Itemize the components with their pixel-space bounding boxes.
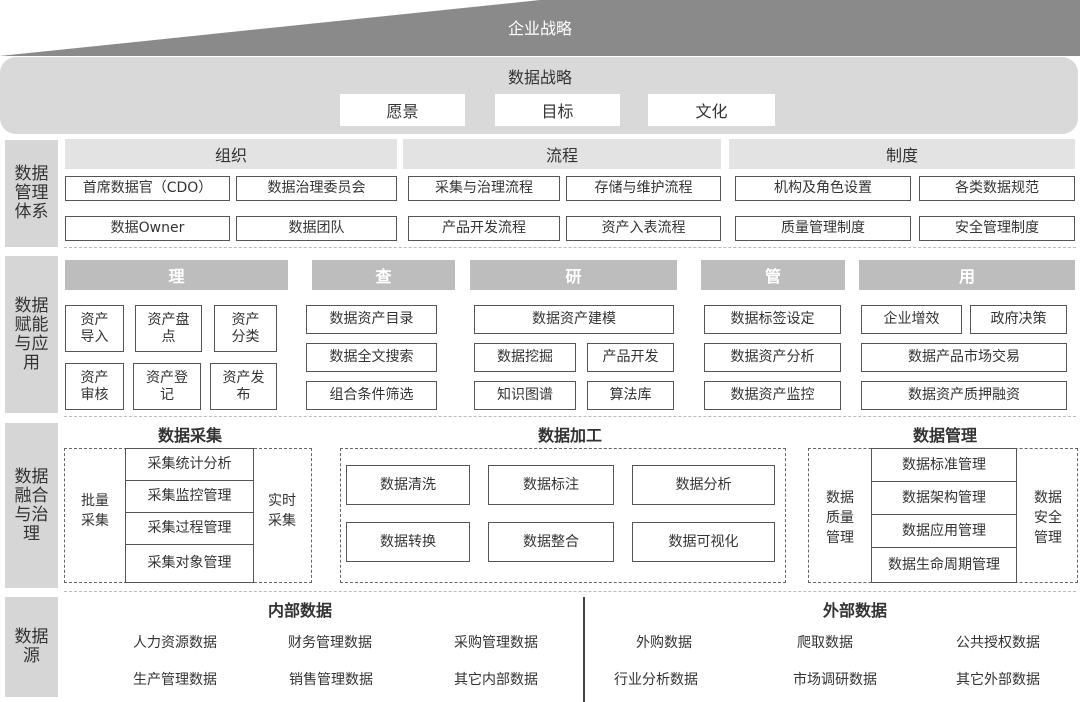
use-item: 政府决策 xyxy=(970,305,1067,334)
source-item: 销售管理数据 xyxy=(289,672,373,688)
processing-title: 数据加工 xyxy=(537,426,602,445)
data-strategy-title: 数据战略 xyxy=(507,68,572,87)
processing-item: 数据转换 xyxy=(346,522,470,562)
processing-item: 数据整合 xyxy=(488,522,614,562)
asset-item: 资产登记 xyxy=(133,363,201,410)
vision: 愿景 xyxy=(340,94,465,126)
source-item: 人力资源数据 xyxy=(133,635,217,651)
source-item: 爬取数据 xyxy=(797,635,853,651)
security-mgmt: 数据安全管理 xyxy=(1034,490,1062,546)
asset-item: 资产分类 xyxy=(214,305,277,352)
asset-item: 资产审核 xyxy=(65,363,124,410)
processing-item: 数据清洗 xyxy=(346,465,470,505)
sources-label: 数据源 xyxy=(5,597,58,697)
query-item: 数据资产目录 xyxy=(306,305,437,334)
yong-header: 用 xyxy=(859,260,1075,290)
source-item: 外购数据 xyxy=(636,635,692,651)
source-item: 生产管理数据 xyxy=(133,672,217,688)
org-header: 组织 xyxy=(65,139,397,169)
mgmt-item: 产品开发流程 xyxy=(408,216,560,241)
source-item: 其它外部数据 xyxy=(956,672,1040,688)
manage-item: 数据标签设定 xyxy=(704,305,841,334)
mgmt-item: 首席数据官（CDO） xyxy=(65,176,230,201)
asset-item: 资产导入 xyxy=(65,305,124,352)
roof-triangle xyxy=(0,0,1080,56)
source-item: 市场调研数据 xyxy=(793,672,877,688)
source-item: 采购管理数据 xyxy=(454,635,538,651)
process-header: 流程 xyxy=(403,139,721,169)
realtime-collection: 实时采集 xyxy=(268,493,296,529)
mgmt-item: 资产入表流程 xyxy=(566,216,721,241)
mgmt-item: 存储与维护流程 xyxy=(566,176,721,201)
manage-item: 数据资产分析 xyxy=(704,343,841,372)
processing-item: 数据分析 xyxy=(632,465,775,505)
research-item: 算法库 xyxy=(587,381,674,410)
query-item: 数据全文搜索 xyxy=(306,343,437,372)
data-mgmt-item: 数据应用管理 xyxy=(871,514,1017,548)
collection-item: 采集监控管理 xyxy=(125,480,254,513)
research-item: 产品开发 xyxy=(587,343,674,372)
policy-header: 制度 xyxy=(729,139,1075,169)
mgmt-item: 数据团队 xyxy=(236,216,397,241)
research-item: 知识图谱 xyxy=(474,381,576,410)
management-label: 数据管理体系 xyxy=(5,140,58,247)
divider xyxy=(64,416,1076,417)
use-item: 企业增效 xyxy=(861,305,962,334)
external-title: 外部数据 xyxy=(822,601,887,620)
collection-item: 采集过程管理 xyxy=(125,512,254,545)
collection-item: 采集对象管理 xyxy=(125,544,254,583)
research-item: 数据挖掘 xyxy=(474,343,576,372)
li-header: 理 xyxy=(65,260,288,290)
enterprise-strategy: 企业战略 xyxy=(507,19,572,38)
data-mgmt-item: 数据标准管理 xyxy=(871,448,1017,482)
mgmt-item: 各类数据规范 xyxy=(919,176,1075,201)
quality-mgmt: 数据质量管理 xyxy=(826,490,854,546)
asset-item: 资产盘点 xyxy=(135,305,202,352)
asset-item: 资产发布 xyxy=(210,363,277,410)
source-item: 财务管理数据 xyxy=(288,635,372,651)
data-mgmt-item: 数据生命周期管理 xyxy=(871,547,1017,583)
use-item: 数据资产质押融资 xyxy=(861,381,1067,410)
collection-item: 采集统计分析 xyxy=(125,448,254,481)
processing-group xyxy=(340,448,786,583)
source-item: 其它内部数据 xyxy=(454,672,538,688)
manage-item: 数据资产监控 xyxy=(704,381,841,410)
enablement-label: 数据赋能与应用 xyxy=(5,256,58,413)
research-item: 数据资产建模 xyxy=(474,305,674,334)
divider xyxy=(64,247,1076,248)
fusion-label: 数据融合与治理 xyxy=(5,423,58,588)
goal: 目标 xyxy=(495,94,620,126)
source-item: 行业分析数据 xyxy=(614,672,698,688)
mgmt-item: 安全管理制度 xyxy=(919,216,1075,241)
yan-header: 研 xyxy=(470,260,677,290)
mgmt-item: 数据治理委员会 xyxy=(236,176,397,201)
cha-header: 查 xyxy=(312,260,455,290)
mgmt-item: 数据Owner xyxy=(65,216,230,241)
culture: 文化 xyxy=(648,94,775,126)
use-item: 数据产品市场交易 xyxy=(861,343,1067,372)
batch-collection: 批量采集 xyxy=(81,493,109,529)
data-mgmt-title: 数据管理 xyxy=(912,426,977,445)
processing-item: 数据标注 xyxy=(488,465,614,505)
data-mgmt-item: 数据架构管理 xyxy=(871,481,1017,515)
guan-header: 管 xyxy=(701,260,845,290)
processing-item: 数据可视化 xyxy=(632,522,775,562)
internal-title: 内部数据 xyxy=(267,601,332,620)
query-item: 组合条件筛选 xyxy=(306,381,437,410)
mgmt-item: 机构及角色设置 xyxy=(735,176,911,201)
source-item: 公共授权数据 xyxy=(956,635,1040,651)
divider xyxy=(64,591,1076,592)
collection-title: 数据采集 xyxy=(157,426,222,445)
mgmt-item: 采集与治理流程 xyxy=(408,176,560,201)
mgmt-item: 质量管理制度 xyxy=(735,216,911,241)
sources-divider xyxy=(583,597,585,702)
